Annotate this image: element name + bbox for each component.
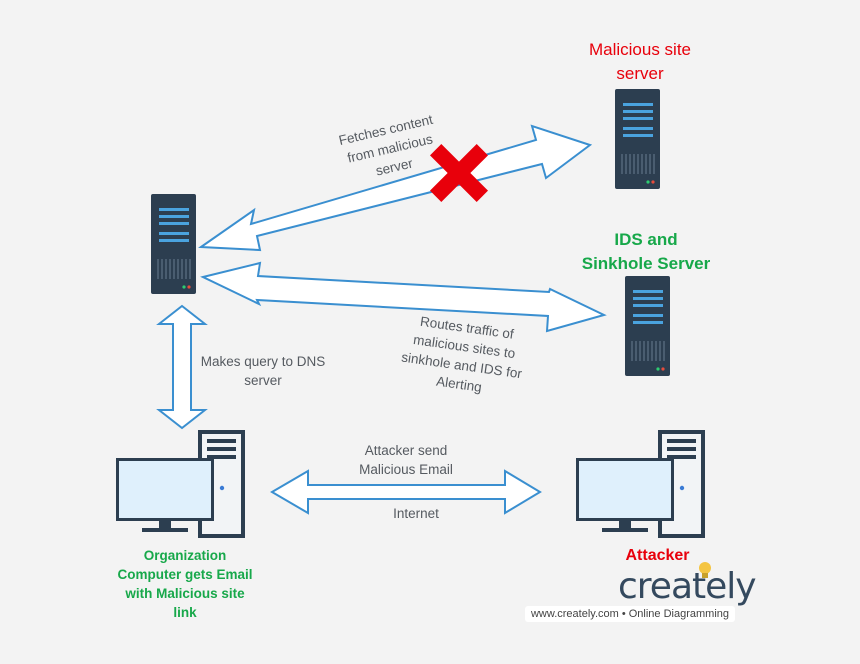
email-edge-label: Attacker send Malicious Email [359, 443, 453, 477]
dns-edge-label: Makes query to DNS server [200, 354, 326, 388]
attacker-computer-icon [576, 430, 705, 538]
org-computer-label: Organization Computer gets Email with Ma… [117, 548, 253, 620]
malicious-server-icon [615, 89, 660, 189]
fetch-arrow [198, 124, 593, 252]
internet-edge-label: Internet [393, 506, 439, 521]
attacker-label: Attacker [625, 547, 690, 564]
org-computer-icon [116, 430, 245, 538]
ids-server-icon [625, 276, 670, 376]
dns-server-icon [151, 194, 196, 294]
malicious-server-label: Malicious site server [588, 40, 692, 83]
lightbulb-icon [699, 562, 711, 578]
blocked-x-icon [430, 144, 488, 202]
ids-server-label: IDS and Sinkhole Server [581, 230, 711, 273]
creately-tagline[interactable]: www.creately.com • Online Diagramming [519, 606, 741, 622]
routes-arrow [200, 261, 607, 333]
email-arrow [270, 469, 542, 515]
dns-arrow [156, 304, 208, 430]
creately-logo: creately [618, 566, 757, 607]
tagline-text[interactable]: www.creately.com • Online Diagramming [524, 606, 736, 622]
